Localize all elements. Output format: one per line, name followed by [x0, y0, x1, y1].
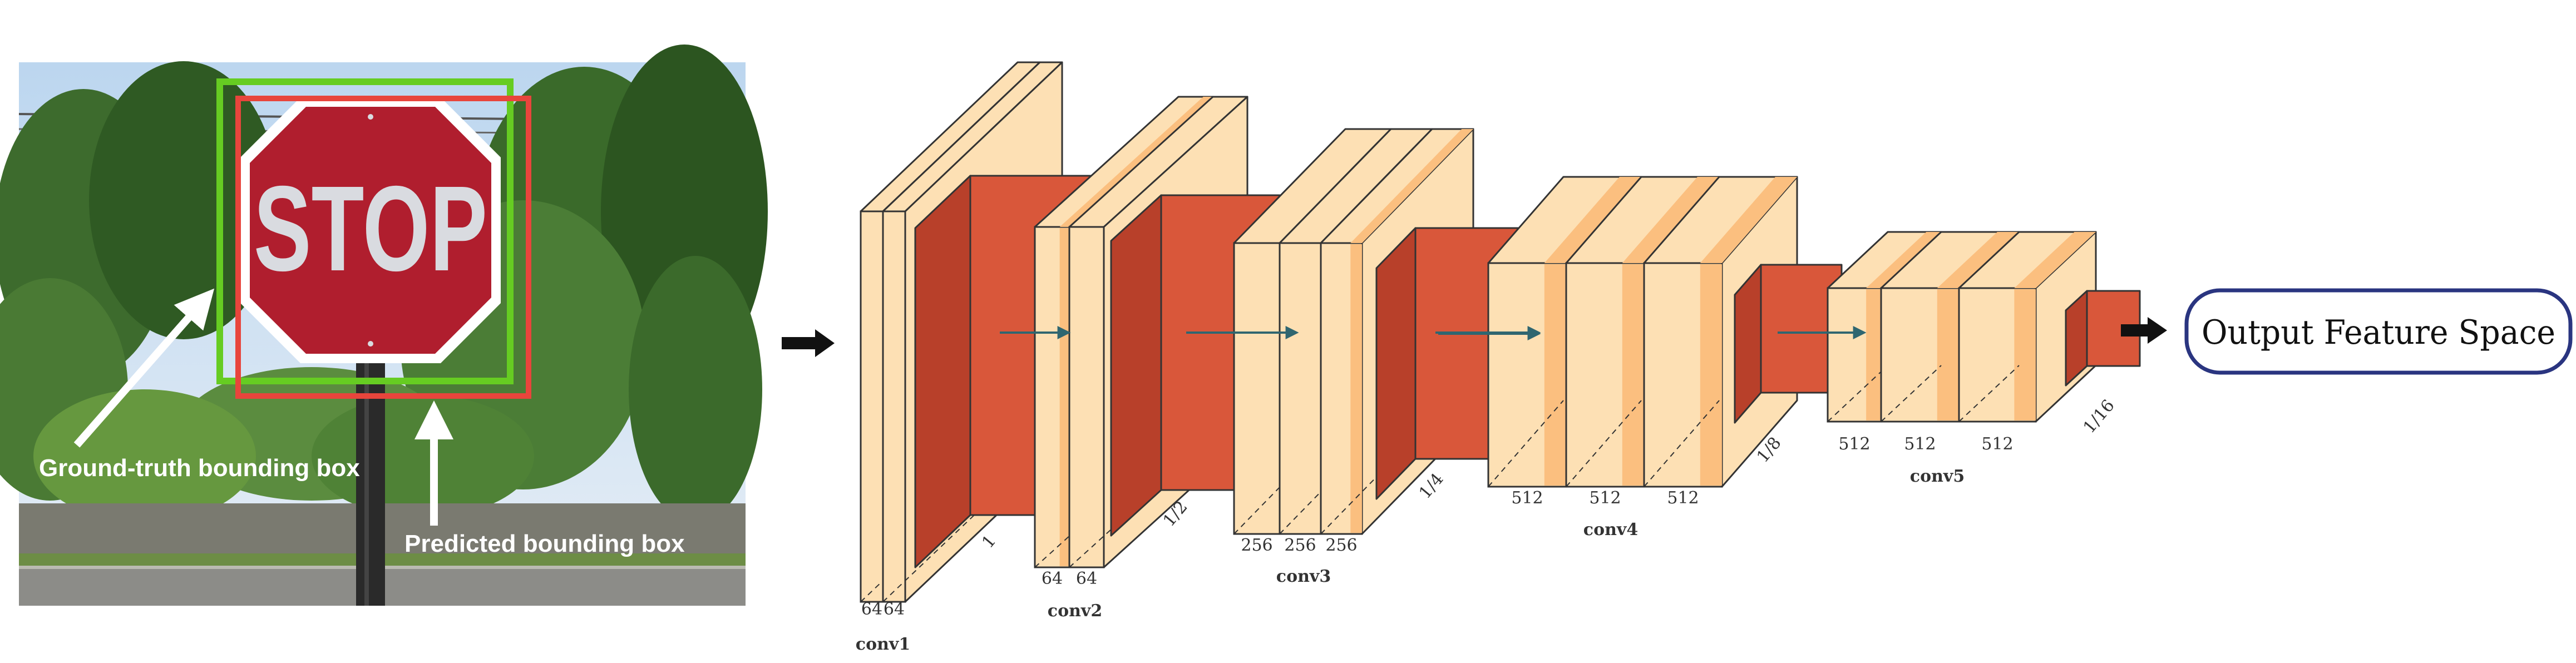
- layer-activation-band-top: [2014, 232, 2096, 288]
- layer-activation-band-top: [1350, 129, 1473, 243]
- layer-front-face: [1068, 226, 1105, 568]
- channel-label: 512: [1904, 434, 1936, 454]
- pooling-side-face: [1110, 194, 1162, 537]
- channel-label: 512: [1838, 434, 1870, 454]
- hidden-edge: [1488, 400, 1564, 487]
- conv-layer-block: 512: [1958, 231, 2097, 454]
- stage-layers: 512 512 512: [1487, 176, 1798, 508]
- stop-sign-text: STOP: [254, 161, 487, 296]
- channel-label: 64: [1076, 569, 1097, 588]
- channel-label: 512: [1667, 488, 1699, 508]
- layer-activation-band: [1937, 289, 1959, 420]
- pooling-layer: [2065, 290, 2141, 387]
- ground-truth-bounding-box: [216, 78, 514, 384]
- stage-name: conv4: [1583, 520, 1638, 540]
- ground-truth-label: Ground-truth bounding box: [39, 454, 360, 482]
- layer-activation-band: [1622, 264, 1644, 486]
- layer-activation-band-top: [1866, 232, 1941, 288]
- stage-connectors: [1000, 326, 1867, 340]
- hidden-edge: [1881, 365, 1942, 422]
- layer-activation-band: [1700, 264, 1722, 486]
- channel-label: 256: [1325, 536, 1357, 555]
- channel-label: 64: [884, 600, 905, 619]
- stage-name: conv2: [1048, 601, 1102, 621]
- hidden-edge: [1644, 400, 1720, 487]
- hidden-edge: [1566, 400, 1642, 487]
- layer-activation-band-top: [1937, 232, 2019, 288]
- hidden-edge: [1827, 365, 1888, 422]
- channel-label: 512: [1981, 434, 2013, 454]
- pooling-side-face: [914, 175, 971, 568]
- layer-activation-band: [1059, 228, 1069, 566]
- layer-activation-band: [1350, 244, 1362, 533]
- layer-activation-band-top: [1622, 177, 1719, 263]
- layer-activation-band-top: [1544, 177, 1641, 263]
- layer-front-face: [860, 210, 884, 603]
- stage-name: conv1: [856, 635, 910, 654]
- layer-activation-band-top: [1059, 97, 1213, 227]
- stage-name: conv5: [1910, 467, 1965, 486]
- hidden-edge: [1958, 365, 2020, 422]
- stage-layers: 512 512 512: [1827, 231, 2097, 454]
- layer-activation-band: [1544, 264, 1566, 486]
- layer-front-face: [1233, 242, 1281, 535]
- output-feature-space: Output Feature Space: [2184, 288, 2573, 375]
- scale-label: 1: [978, 531, 1000, 552]
- output-label: Output Feature Space: [2202, 313, 2555, 352]
- channel-label: 64: [1042, 569, 1063, 588]
- pooling-side-face: [1375, 227, 1417, 500]
- stop-sign-photo: STOP Ground-truth bounding box Predicted…: [0, 44, 768, 606]
- channel-label: 256: [1241, 536, 1272, 555]
- pooling-front-face: [2086, 290, 2141, 367]
- predicted-bounding-box: [235, 96, 531, 399]
- predicted-label: Predicted bounding box: [404, 530, 685, 557]
- scale-label: 1/16: [2080, 396, 2119, 437]
- stage-name: conv3: [1276, 567, 1331, 586]
- channel-label: 256: [1284, 536, 1316, 555]
- pooling-layer: [1734, 264, 1843, 424]
- layer-front-face: [882, 210, 906, 603]
- channel-label: 512: [1589, 488, 1621, 508]
- stage-conv5: 512 512 512 1/16 conv5: [1827, 231, 2141, 486]
- layer-front-face: [1279, 242, 1322, 535]
- layer-activation-band-top: [1700, 177, 1797, 263]
- layer-activation-band: [1866, 289, 1881, 420]
- input-arrow: [782, 329, 835, 357]
- output-box: [2184, 288, 2573, 375]
- channel-label: 512: [1511, 488, 1543, 508]
- ground-truth-arrow: [73, 288, 215, 448]
- layer-activation-band: [2014, 289, 2036, 420]
- output-arrow: [2121, 317, 2167, 344]
- channel-label: 64: [861, 600, 882, 619]
